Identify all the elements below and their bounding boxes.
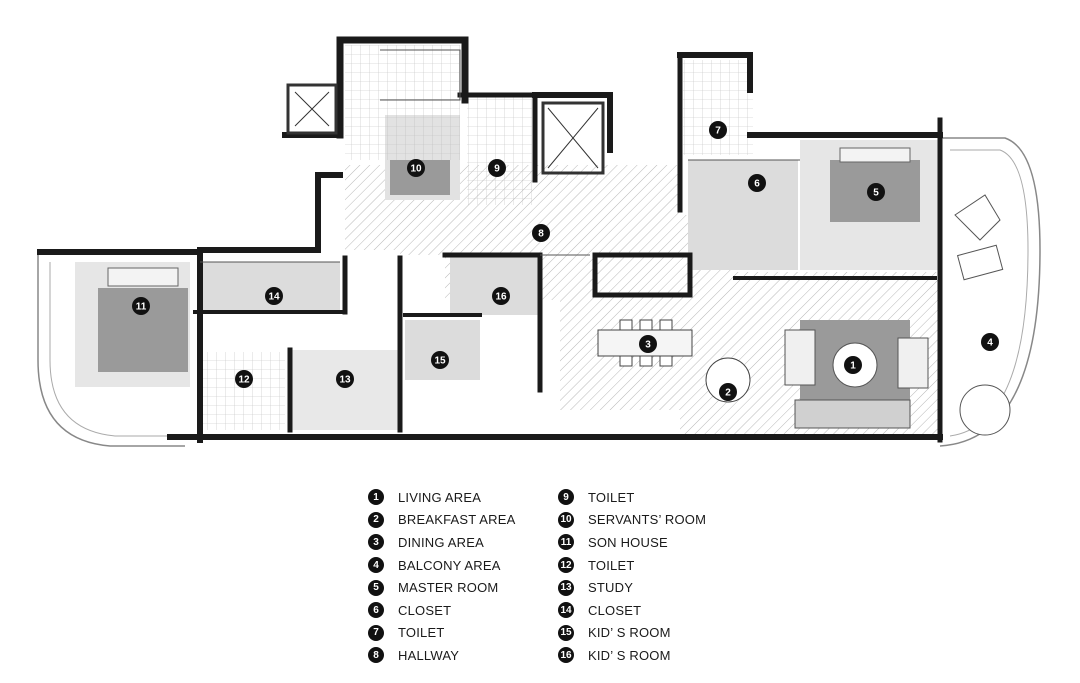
walls (37, 36, 943, 443)
marker-6: 6 (748, 174, 766, 192)
legend-item: 12 TOILET (558, 554, 918, 577)
legend-label: CLOSET (588, 602, 642, 618)
legend-number: 4 (368, 557, 384, 574)
legend-number: 15 (558, 624, 574, 641)
legend-label: MASTER ROOM (398, 580, 499, 596)
closet-14-floor (200, 262, 340, 312)
legend-number: 1 (368, 489, 384, 506)
toilet-7-tiles (683, 60, 753, 155)
legend-number: 12 (558, 557, 574, 574)
svg-text:12: 12 (238, 375, 250, 386)
legend-number: 16 (558, 647, 574, 664)
legend-number: 8 (368, 647, 384, 664)
kitchen-tiles (345, 45, 460, 160)
legend-number: 14 (558, 602, 574, 619)
legend-number: 9 (558, 489, 574, 506)
legend-label: SON HOUSE (588, 534, 668, 550)
marker-7: 7 (709, 121, 727, 139)
legend-number: 2 (368, 511, 384, 528)
legend-item: 10 SERVANTS’ ROOM (558, 509, 918, 532)
legend-item: 8 HALLWAY (368, 644, 728, 667)
marker-9: 9 (488, 159, 506, 177)
svg-text:8: 8 (538, 229, 544, 240)
legend-label: TOILET (588, 489, 635, 505)
closet-6-floor (688, 160, 798, 270)
legend-item: 15 KID’ S ROOM (558, 622, 918, 645)
legend-item: 9 TOILET (558, 486, 918, 509)
marker-2: 2 (719, 383, 737, 401)
toilet-9-tiles (467, 95, 532, 205)
marker-11: 11 (132, 297, 150, 315)
kids-room-16-floor (450, 255, 540, 315)
legend-item: 5 MASTER ROOM (368, 576, 728, 599)
marker-8: 8 (532, 224, 550, 242)
legend-item: 3 DINING AREA (368, 531, 728, 554)
legend-number: 10 (558, 511, 574, 528)
floor-plan: 1 2 3 4 5 6 7 8 9 10 11 12 13 14 15 16 (37, 36, 1041, 447)
legend-item: 6 CLOSET (368, 599, 728, 622)
plan-markers: 1 2 3 4 5 6 7 8 9 10 11 12 13 14 15 16 (132, 121, 999, 401)
svg-text:4: 4 (987, 338, 993, 349)
elevator-1 (286, 83, 338, 135)
legend-label: TOILET (588, 557, 635, 573)
legend-label: BREAKFAST AREA (398, 512, 516, 528)
svg-text:7: 7 (715, 126, 721, 137)
marker-14: 14 (265, 287, 283, 305)
legend-label: HALLWAY (398, 647, 460, 663)
legend-item: 7 TOILET (368, 622, 728, 645)
legend-item: 2 BREAKFAST AREA (368, 509, 728, 532)
marker-3: 3 (639, 335, 657, 353)
svg-text:1: 1 (850, 361, 856, 372)
legend-number: 13 (558, 579, 574, 596)
svg-text:3: 3 (645, 340, 651, 351)
svg-text:10: 10 (410, 164, 422, 175)
svg-text:2: 2 (725, 388, 731, 399)
legend-item: 11 SON HOUSE (558, 531, 918, 554)
svg-text:14: 14 (268, 292, 280, 303)
legend-item: 13 STUDY (558, 576, 918, 599)
legend-label: DINING AREA (398, 534, 484, 550)
marker-13: 13 (336, 370, 354, 388)
marker-5: 5 (867, 183, 885, 201)
legend-item: 4 BALCONY AREA (368, 554, 728, 577)
study-floor (292, 350, 398, 430)
elevator-2 (541, 101, 605, 175)
legend-label: KID’ S ROOM (588, 625, 671, 641)
legend-number: 11 (558, 534, 574, 551)
svg-text:6: 6 (754, 179, 760, 190)
legend-number: 5 (368, 579, 384, 596)
svg-text:16: 16 (495, 292, 507, 303)
legend-column-1: 1 LIVING AREA 2 BREAKFAST AREA 3 DINING ARE… (368, 486, 728, 667)
svg-text:13: 13 (339, 375, 351, 386)
marker-16: 16 (492, 287, 510, 305)
legend-item: 14 CLOSET (558, 599, 918, 622)
legend-label: TOILET (398, 625, 445, 641)
balcony-left (37, 253, 185, 447)
legend-label: CLOSET (398, 602, 452, 618)
legend-number: 7 (368, 624, 384, 641)
legend-item: 1 LIVING AREA (368, 486, 728, 509)
svg-text:5: 5 (873, 188, 879, 199)
legend-number: 3 (368, 534, 384, 551)
svg-text:11: 11 (136, 302, 147, 313)
legend-label: STUDY (588, 580, 634, 596)
legend-label: BALCONY AREA (398, 557, 501, 573)
marker-1: 1 (844, 356, 862, 374)
legend-label: SERVANTS’ ROOM (588, 512, 707, 528)
legend-item: 16 KID’ S ROOM (558, 644, 918, 667)
legend-label: LIVING AREA (398, 489, 482, 505)
kids-room-15-floor (405, 320, 480, 380)
svg-text:9: 9 (494, 164, 500, 175)
marker-4: 4 (981, 333, 999, 351)
marker-15: 15 (431, 351, 449, 369)
marker-10: 10 (407, 159, 425, 177)
breakfast-table (705, 357, 751, 403)
legend-label: KID’ S ROOM (588, 647, 671, 663)
marker-12: 12 (235, 370, 253, 388)
toilet-12-tiles (200, 352, 285, 430)
legend-number: 6 (368, 602, 384, 619)
svg-text:15: 15 (434, 356, 446, 367)
